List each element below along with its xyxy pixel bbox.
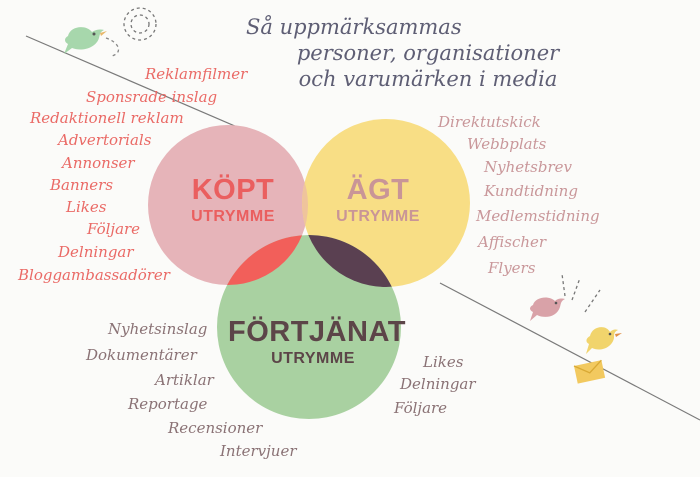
list-item: Likes [66, 198, 107, 216]
list-item: Advertorials [58, 131, 152, 149]
list-item: Bloggambassadörer [18, 266, 170, 284]
list-item: Sponsrade inslag [86, 88, 218, 106]
list-item: Nyhetsbrev [484, 158, 572, 176]
list-item: Följare [87, 220, 141, 238]
dotted-trail [105, 37, 120, 57]
overlap-paid-earned [217, 235, 308, 285]
bird-icon [586, 327, 622, 354]
list-item: Recensioner [168, 419, 263, 437]
list-item: Medlemstidning [476, 207, 600, 225]
list-item: Kundtidning [484, 182, 578, 200]
label-owned: ÄGT UTRYMME [333, 176, 423, 225]
list-item: Affischer [478, 233, 547, 251]
list-item: Reklamfilmer [145, 65, 248, 83]
title-line-1: Så uppmärksammas [246, 15, 462, 39]
list-item: Webbplats [467, 135, 547, 153]
title-line-3: och varumärken i media [298, 67, 558, 91]
label-paid-subtitle: UTRYMME [191, 208, 275, 225]
label-owned-title: ÄGT [346, 174, 410, 206]
list-item: Följare [394, 399, 448, 417]
list-item: Delningar [58, 243, 134, 261]
list-item: Dokumentärer [86, 346, 197, 364]
label-earned-title: FÖRTJÄNAT [228, 316, 406, 348]
envelope-icon [573, 359, 606, 384]
dotted-rays [561, 273, 601, 313]
label-owned-subtitle: UTRYMME [336, 208, 420, 225]
bird-icon [64, 27, 107, 54]
label-paid-title: KÖPT [191, 174, 275, 206]
list-item: Intervjuer [220, 442, 297, 460]
label-paid: KÖPT UTRYMME [188, 176, 278, 225]
list-item: Delningar [400, 375, 476, 393]
list-item: Likes [423, 353, 464, 371]
list-item: Banners [50, 176, 114, 194]
list-item: Direktutskick [438, 113, 541, 131]
label-earned: FÖRTJÄNAT UTRYMME [228, 316, 406, 367]
list-item: Reportage [128, 395, 208, 413]
page-title: Så uppmärksammas personer, organisatione… [238, 14, 618, 92]
title-line-2: personer, organisationer [296, 41, 560, 65]
list-item: Redaktionell reklam [30, 109, 184, 127]
bird-icon [530, 297, 565, 321]
dotted-spiral-icon [123, 7, 157, 41]
list-item: Nyhetsinslag [108, 320, 208, 338]
diagonal-line-bottom [439, 282, 700, 421]
list-item: Artiklar [155, 371, 214, 389]
list-item: Annonser [62, 154, 135, 172]
list-item: Flyers [488, 259, 536, 277]
overlap-owned-earned [302, 235, 401, 287]
label-earned-subtitle: UTRYMME [271, 350, 355, 367]
